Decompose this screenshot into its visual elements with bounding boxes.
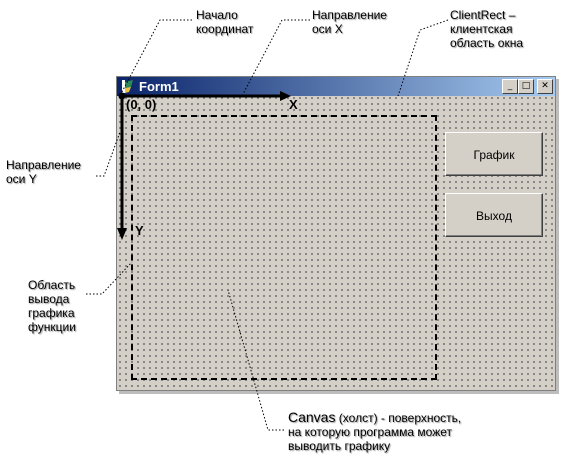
leader-origin: [121, 19, 192, 93]
annotation-y-direction-line-2: оси Y: [6, 172, 37, 186]
annotation-x-direction: Направление оси X: [312, 8, 387, 36]
plot-area: [131, 115, 437, 380]
close-icon[interactable]: ✕: [537, 79, 553, 94]
origin-label: (0, 0): [126, 97, 157, 112]
graph-button[interactable]: График: [445, 132, 543, 176]
annotation-plot-area-line-3: графика: [28, 306, 75, 320]
leader-clientrect: [397, 19, 449, 97]
annotation-y-direction-line-1: Направление: [6, 158, 81, 172]
annotation-canvas-line-1: Canvas (холст) - поверхность,: [288, 410, 461, 425]
minimize-icon[interactable]: _: [502, 79, 518, 94]
annotation-plot-area-line-1: Область: [28, 278, 76, 292]
annotation-clientrect-line-1: ClientRect –: [450, 8, 516, 22]
leader-plot-area: [86, 261, 133, 295]
annotation-plot-area-line-4: функции: [28, 320, 76, 334]
annotation-canvas: Canvas (холст) - поверхность, на которую…: [288, 410, 461, 453]
leader-canvas: [227, 289, 284, 431]
y-axis-arrowhead: [117, 228, 127, 240]
annotation-canvas-rest: (холст) - поверхность,: [335, 411, 462, 425]
annotation-canvas-title: Canvas: [288, 409, 336, 425]
title-bar[interactable]: Form1 _ □ ✕: [117, 77, 555, 96]
annotation-plot-area: Область вывода графика функции: [28, 278, 76, 334]
form-window: Form1 _ □ ✕ (0, 0) X Y График Выход: [116, 76, 556, 391]
x-axis-arrowhead: [280, 91, 291, 101]
maximize-icon[interactable]: □: [518, 79, 534, 94]
annotation-clientrect: ClientRect – клиентская область окна: [450, 8, 523, 50]
annotation-y-direction: Направление оси Y: [6, 158, 81, 186]
annotation-plot-area-line-2: вывода: [28, 292, 70, 306]
annotation-origin: Начало координат: [196, 8, 253, 36]
y-axis-label: Y: [135, 223, 144, 238]
annotation-x-direction-line-1: Направление: [312, 8, 387, 22]
origin-point: [118, 92, 126, 100]
annotation-x-direction-line-2: оси X: [312, 22, 343, 36]
annotation-origin-line-2: координат: [196, 22, 254, 36]
exit-button[interactable]: Выход: [445, 193, 543, 237]
annotation-clientrect-line-2: клиентская: [450, 22, 513, 36]
annotation-origin-line-1: Начало: [196, 8, 238, 22]
window-title: Form1: [139, 79, 179, 94]
leader-x-direction: [241, 19, 310, 97]
annotation-clientrect-line-3: область окна: [450, 36, 523, 50]
annotation-canvas-line-3: выводить графику: [288, 439, 391, 453]
annotation-canvas-line-2: на которую программа может: [288, 425, 453, 439]
leader-y-direction: [96, 131, 121, 177]
x-axis-label: X: [289, 97, 298, 112]
